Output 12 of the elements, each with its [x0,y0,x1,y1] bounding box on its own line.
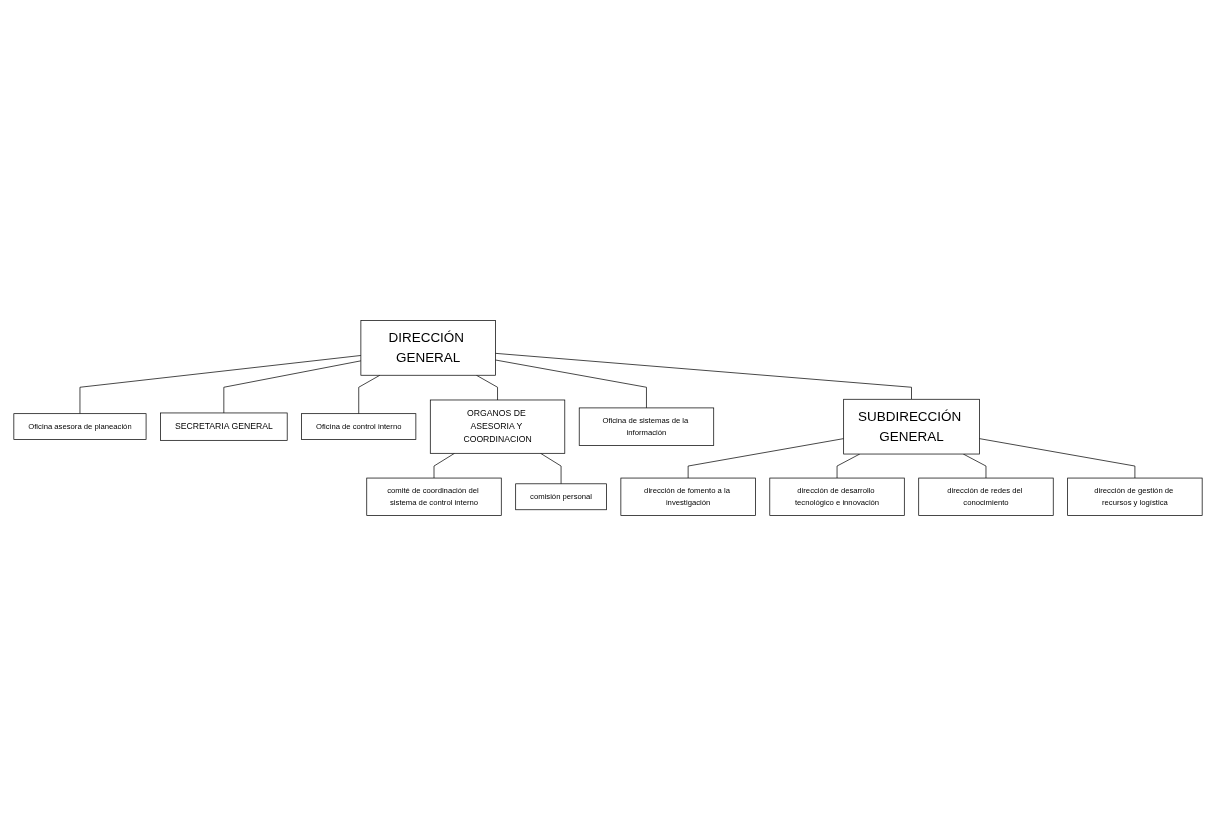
connector [495,352,912,400]
connector [495,359,647,409]
connector [476,374,498,401]
connector [687,438,844,479]
connector [979,438,1136,479]
connector [223,360,362,414]
connector [79,355,362,415]
node-box: SUBDIRECCIÓN GENERAL [843,398,980,455]
node-box: ORGANOS DE ASESORIA Y COORDINACION [429,399,566,454]
node-box: DIRECCIÓN GENERAL [360,320,496,376]
node-box: SECRETARIA GENERAL [160,412,288,441]
connector [433,452,455,479]
